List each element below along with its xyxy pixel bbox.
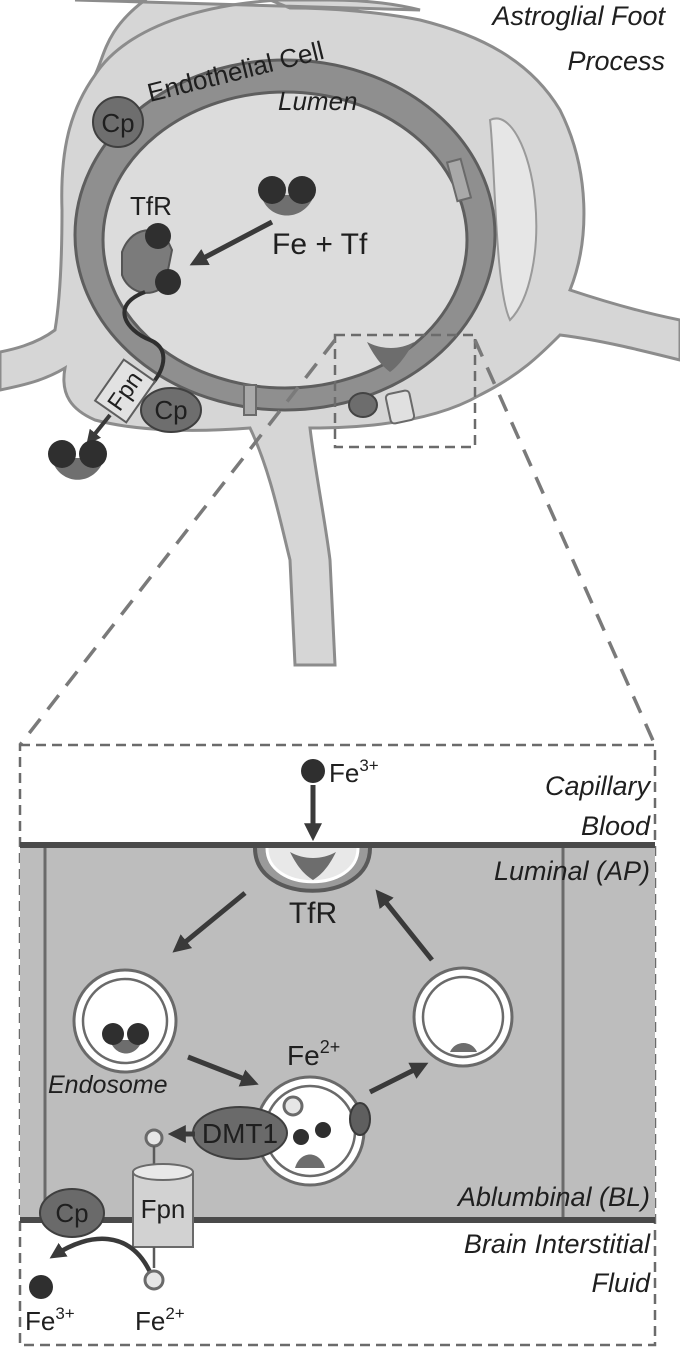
lumen-label: Lumen	[278, 86, 358, 116]
fpn-bottom-label: Fpn	[141, 1194, 186, 1224]
blood-label: Blood	[581, 811, 651, 841]
recycling-arrow	[375, 889, 434, 962]
ablumbinal-label: Ablumbinal (BL)	[456, 1182, 650, 1212]
fe2-bottom-sup: 2+	[165, 1304, 184, 1323]
iron-atom	[145, 223, 171, 249]
fe2-ion-in-endosome	[315, 1122, 331, 1138]
iron-atom	[102, 1023, 124, 1045]
zoom-region-box	[333, 333, 477, 449]
cell-junction	[445, 157, 473, 203]
brain-interstitial-label: Brain Interstitial	[464, 1229, 651, 1259]
oxidation-arrow	[49, 1236, 153, 1273]
capillary-label: Capillary	[545, 771, 652, 801]
zoom-line-left	[18, 338, 337, 747]
endosome-label: Endosome	[48, 1071, 168, 1099]
svg-text:Fe3+: Fe3+	[329, 756, 379, 788]
tfr-top-label: TfR	[130, 191, 172, 221]
iron-atom	[155, 269, 181, 295]
fe-tf-arrow	[189, 219, 274, 266]
cp-label: Cp	[55, 1198, 88, 1228]
fe2-ion-bottom	[143, 1269, 165, 1291]
dmt1-small	[348, 392, 378, 418]
astroglial-label-1: Astroglial Foot	[490, 1, 666, 31]
dmt1-label: DMT1	[202, 1118, 278, 1149]
endosome-vesicle-inner	[81, 977, 169, 1065]
fe3-top-label: Fe	[329, 758, 359, 788]
fe3-bottom-sup: 3+	[55, 1304, 74, 1323]
fe2-ion-cytosol	[144, 1128, 164, 1148]
fe3-top-sup: 3+	[359, 756, 378, 775]
cp-top-label: Cp	[101, 108, 134, 138]
capillary-lumen	[101, 90, 469, 390]
ceruloplasmin-bottom	[140, 387, 202, 433]
endocytosis-arrow	[172, 891, 247, 953]
fe2-mid-sup: 2+	[320, 1037, 341, 1057]
fe2-mid-label: Fe	[287, 1040, 320, 1071]
astroglial-top-arc	[93, 0, 330, 76]
astroglial-label-2: Process	[567, 46, 665, 76]
ferroportin-box	[93, 358, 157, 424]
tfr-receptor-pit	[290, 852, 336, 880]
fpn-small	[384, 389, 416, 425]
tfr-bottom-label: TfR	[289, 897, 337, 930]
fe3-ion-top	[301, 759, 325, 783]
tfr-in-acidified-endosome	[295, 1154, 325, 1168]
efflux-arrow	[86, 413, 112, 445]
fluid-label: Fluid	[591, 1268, 651, 1298]
iron-atom	[127, 1023, 149, 1045]
ferroportin-cylinder-top	[132, 1163, 194, 1181]
recycling-out-arrow	[368, 1062, 429, 1095]
fe2-ion-in-endosome	[293, 1129, 309, 1145]
cell-junction	[243, 384, 257, 416]
luminal-label: Luminal (AP)	[494, 856, 650, 886]
ceruloplasmin-bbb	[39, 1188, 105, 1238]
recycling-endosome-inner	[421, 975, 505, 1059]
iron-atom	[288, 176, 316, 204]
iron-atom	[258, 176, 286, 204]
svg-text:Fe3+: Fe3+	[25, 1304, 75, 1336]
fe3-ion-bottom	[29, 1275, 53, 1299]
fe2-ion-exiting	[282, 1095, 304, 1117]
tfr-cup-small	[367, 342, 414, 372]
astroglial-endfoot-right	[488, 117, 538, 322]
dmt1-in-membrane	[349, 1102, 371, 1136]
capillary-cross-section: Cp Fpn Cp Astroglial Foot Process Endoth…	[0, 0, 680, 747]
maturation-arrow	[187, 1054, 259, 1087]
fe2-bottom-label: Fe	[135, 1306, 165, 1336]
zoom-line-right	[473, 339, 657, 746]
svg-text:Fe2+: Fe2+	[135, 1304, 185, 1336]
tfr-in-recycling-endosome	[450, 1043, 477, 1052]
svg-text:Fe2+: Fe2+	[287, 1037, 340, 1071]
transcytosis-panel: Fe3+ TfR Endosome Fe2+	[18, 743, 657, 1347]
tfr-tail	[122, 290, 166, 392]
fe3-bottom-label: Fe	[25, 1306, 55, 1336]
ceruloplasmin-top	[92, 96, 144, 148]
iron-atom	[79, 440, 107, 468]
iron-atom	[48, 440, 76, 468]
fe-tf-label: Fe + Tf	[272, 228, 368, 261]
ferroportin-cylinder	[132, 1171, 194, 1248]
cp-bottom-label: Cp	[154, 395, 187, 425]
